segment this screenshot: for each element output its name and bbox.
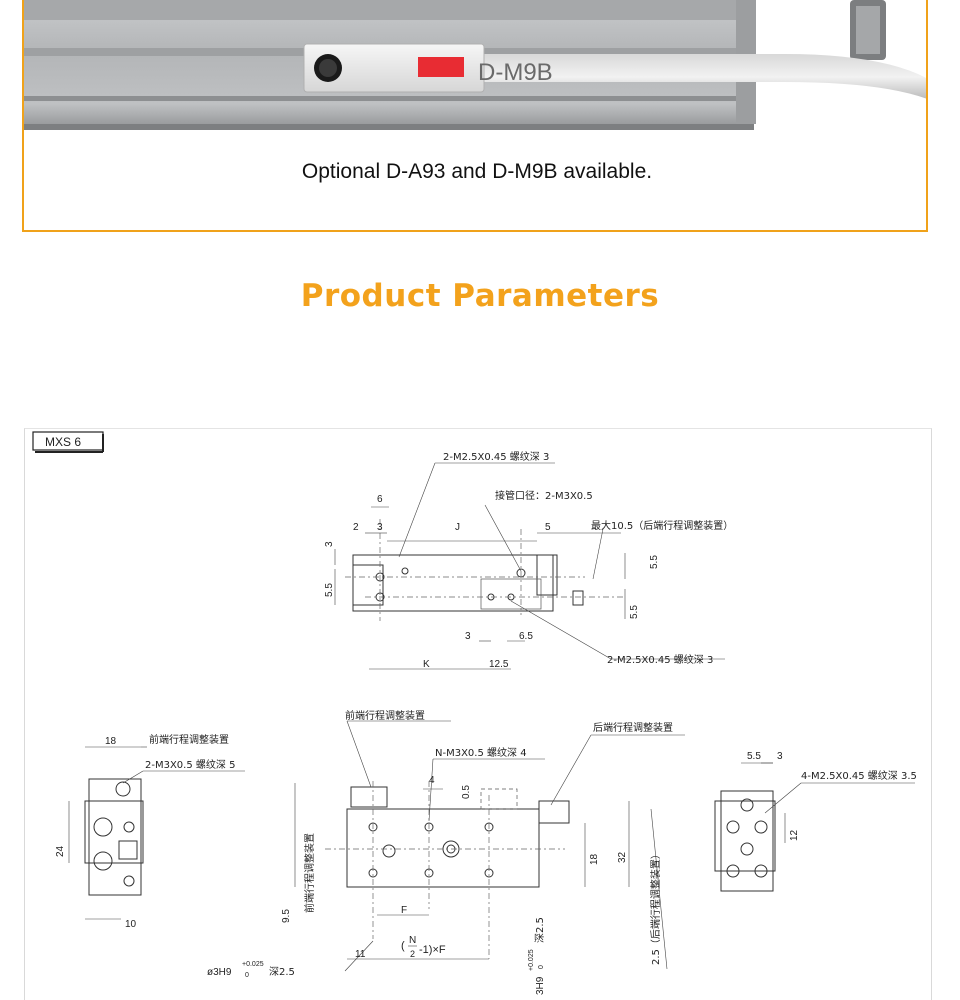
- left-label-front-adjust: 前端行程调整装置: [149, 733, 229, 746]
- right-dim-3: 3: [777, 751, 783, 762]
- top-view: 2-M2.5X0.45 螺纹深 3 接管口径：2-M3X0.5 最大10.5（后…: [324, 450, 733, 670]
- dim-5-5-right: 5.5: [649, 555, 660, 569]
- dim-3b: 3: [465, 631, 471, 642]
- dimension-drawing: MXS 6: [32, 431, 917, 995]
- section-title: Product Parameters: [300, 278, 660, 314]
- dim-K: K: [423, 659, 430, 670]
- left-callout-tap: 2-M3X0.5 螺纹深 5: [145, 758, 235, 771]
- hole-left-tol0: 0: [245, 972, 249, 979]
- hole-center-depth: 深2.5: [534, 917, 546, 943]
- left-dim-10: 10: [125, 919, 137, 930]
- dim-6: 6: [377, 494, 383, 505]
- dim-J: J: [455, 522, 460, 533]
- sensor-photo: D-M9B: [24, 0, 926, 130]
- front-dim-N-fraction: (: [401, 940, 405, 952]
- dim-3a: 3: [377, 522, 383, 533]
- hole-left-main: ø3H9: [207, 967, 232, 978]
- front-label-rear-vertical: 2.5（后端行程调整装置）: [649, 849, 662, 965]
- front-dim-0-5: 0.5: [461, 785, 472, 799]
- front-dim-4: 4: [429, 775, 435, 786]
- hole-center-tol0: 0: [538, 965, 545, 969]
- front-label-front-adjust: 前端行程调整装置: [345, 709, 425, 722]
- left-side-view: 18 前端行程调整装置 2-M3X0.5 螺纹深 5 24 10: [55, 733, 245, 930]
- front-dim-N: N: [409, 935, 416, 946]
- dimension-drawing-panel: MXS 6: [24, 428, 932, 1000]
- left-dim-18: 18: [105, 736, 117, 747]
- hole-center-main: 3H9: [535, 976, 546, 995]
- hole-left-depth: 深2.5: [269, 966, 295, 978]
- top-callout-tap: 2-M2.5X0.45 螺纹深 3: [443, 450, 549, 463]
- right-side-view: 5.5 3 4-M2.5X0.45 螺纹深 3.5 12: [714, 751, 917, 892]
- dim-12-5: 12.5: [489, 659, 509, 670]
- sensor-photo-panel: D-M9B Optional D-A93 and D-M9B available…: [22, 0, 928, 232]
- dim-2: 2: [353, 522, 359, 533]
- bottom-callout-tap: 2-M2.5X0.45 螺纹深 3: [607, 653, 713, 666]
- sensor-marking: D-M9B: [478, 59, 553, 86]
- top-callout-max: 最大10.5（后端行程调整装置）: [591, 519, 733, 532]
- front-dim-18: 18: [589, 853, 600, 865]
- right-dim-12: 12: [789, 829, 800, 841]
- dim-3-left: 3: [324, 541, 335, 547]
- hole-left-tol: +0.025: [242, 961, 264, 968]
- front-dim-11: 11: [355, 949, 366, 960]
- hole-center-tol: +0.025: [528, 949, 535, 971]
- front-dim-2: 2: [410, 949, 415, 959]
- dim-5-5-left: 5.5: [324, 583, 335, 597]
- front-callout-tap: N-M3X0.5 螺纹深 4: [435, 746, 527, 759]
- dim-5: 5: [545, 522, 551, 533]
- left-dim-24: 24: [55, 845, 66, 857]
- front-view: 前端行程调整装置 后端行程调整装置 N-M3X0.5 螺纹深 4 4 0.5 1…: [207, 709, 685, 995]
- front-label-rear-adjust: 后端行程调整装置: [593, 721, 673, 734]
- front-label-front-vertical: 前端行程调整装置: [303, 833, 316, 913]
- front-dim-32: 32: [617, 851, 628, 863]
- dim-6-5: 6.5: [519, 631, 533, 642]
- front-dim-minus1xF: -1)×F: [419, 944, 446, 956]
- top-callout-port: 接管口径：2-M3X0.5: [495, 489, 593, 502]
- right-callout-tap: 4-M2.5X0.45 螺纹深 3.5: [801, 769, 917, 782]
- photo-caption: Optional D-A93 and D-M9B available.: [301, 160, 653, 183]
- model-label: MXS 6: [45, 435, 81, 449]
- front-dim-9-5: 9.5: [281, 909, 292, 923]
- right-dim-5-5: 5.5: [747, 751, 761, 762]
- front-dim-F: F: [401, 905, 407, 916]
- model-label-box: MXS 6: [32, 431, 104, 453]
- dim-5-5-right2: 5.5: [629, 605, 640, 619]
